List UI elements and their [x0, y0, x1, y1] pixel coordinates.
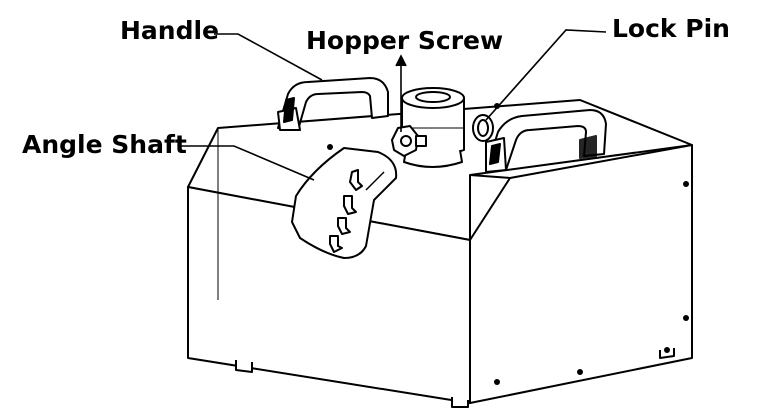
lock-pin	[472, 114, 494, 142]
foot-middle	[451, 397, 469, 408]
angle-shaft-plate	[291, 147, 398, 259]
screw-5	[494, 379, 500, 385]
lock-pin-leader	[485, 29, 607, 121]
foot-left	[235, 360, 253, 373]
screw-7	[494, 103, 500, 109]
slot-1	[349, 169, 363, 191]
screw-6	[327, 144, 333, 150]
screw-3	[664, 347, 670, 353]
slot-3	[337, 217, 351, 235]
right-handle	[485, 109, 607, 173]
screw-4	[577, 369, 583, 375]
hopper-screw-knob	[391, 125, 427, 157]
leader-lines	[178, 29, 607, 181]
angle-shaft-leader	[178, 145, 315, 181]
hopper-screw-arrow	[395, 54, 407, 67]
right-side-panel	[469, 144, 693, 404]
top-edge-line	[469, 174, 511, 179]
slot-4	[329, 235, 343, 253]
slot-2	[343, 195, 357, 215]
screw-2	[683, 315, 689, 321]
lock-pin-label: Lock Pin	[612, 14, 730, 43]
handle-label: Handle	[120, 16, 220, 45]
hopper-screw-label: Hopper Screw	[306, 26, 504, 55]
angle-shaft-label: Angle Shaft	[22, 130, 187, 159]
left-handle	[277, 77, 389, 131]
handle-leader	[214, 33, 323, 81]
screw-1	[683, 181, 689, 187]
